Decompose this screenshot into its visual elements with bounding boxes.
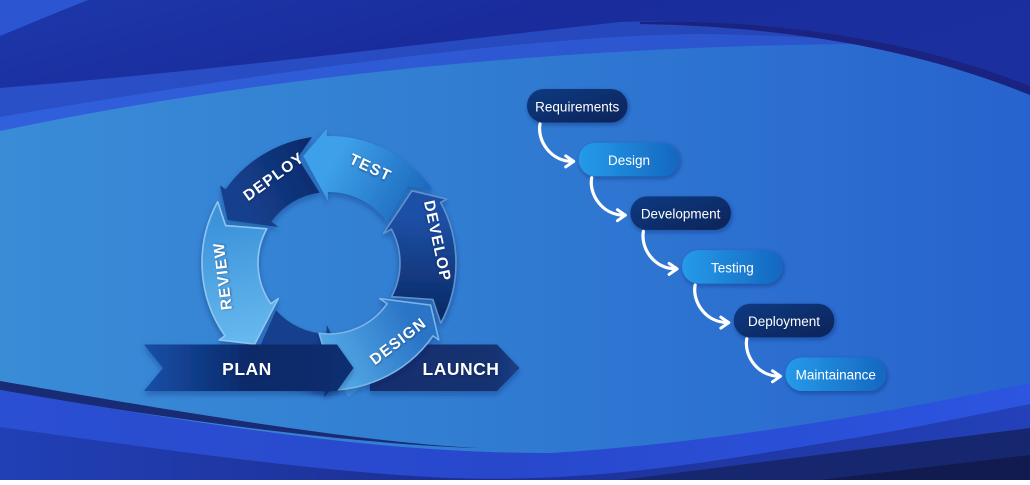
svg-text:Maintainance: Maintainance — [796, 368, 876, 383]
svg-text:PLAN: PLAN — [222, 359, 272, 379]
svg-text:Deployment: Deployment — [748, 314, 820, 329]
svg-text:LAUNCH: LAUNCH — [423, 359, 500, 379]
svg-text:Testing: Testing — [711, 260, 754, 275]
svg-text:Design: Design — [608, 153, 650, 168]
svg-text:Development: Development — [641, 207, 721, 222]
svg-text:Requirements: Requirements — [535, 99, 619, 114]
